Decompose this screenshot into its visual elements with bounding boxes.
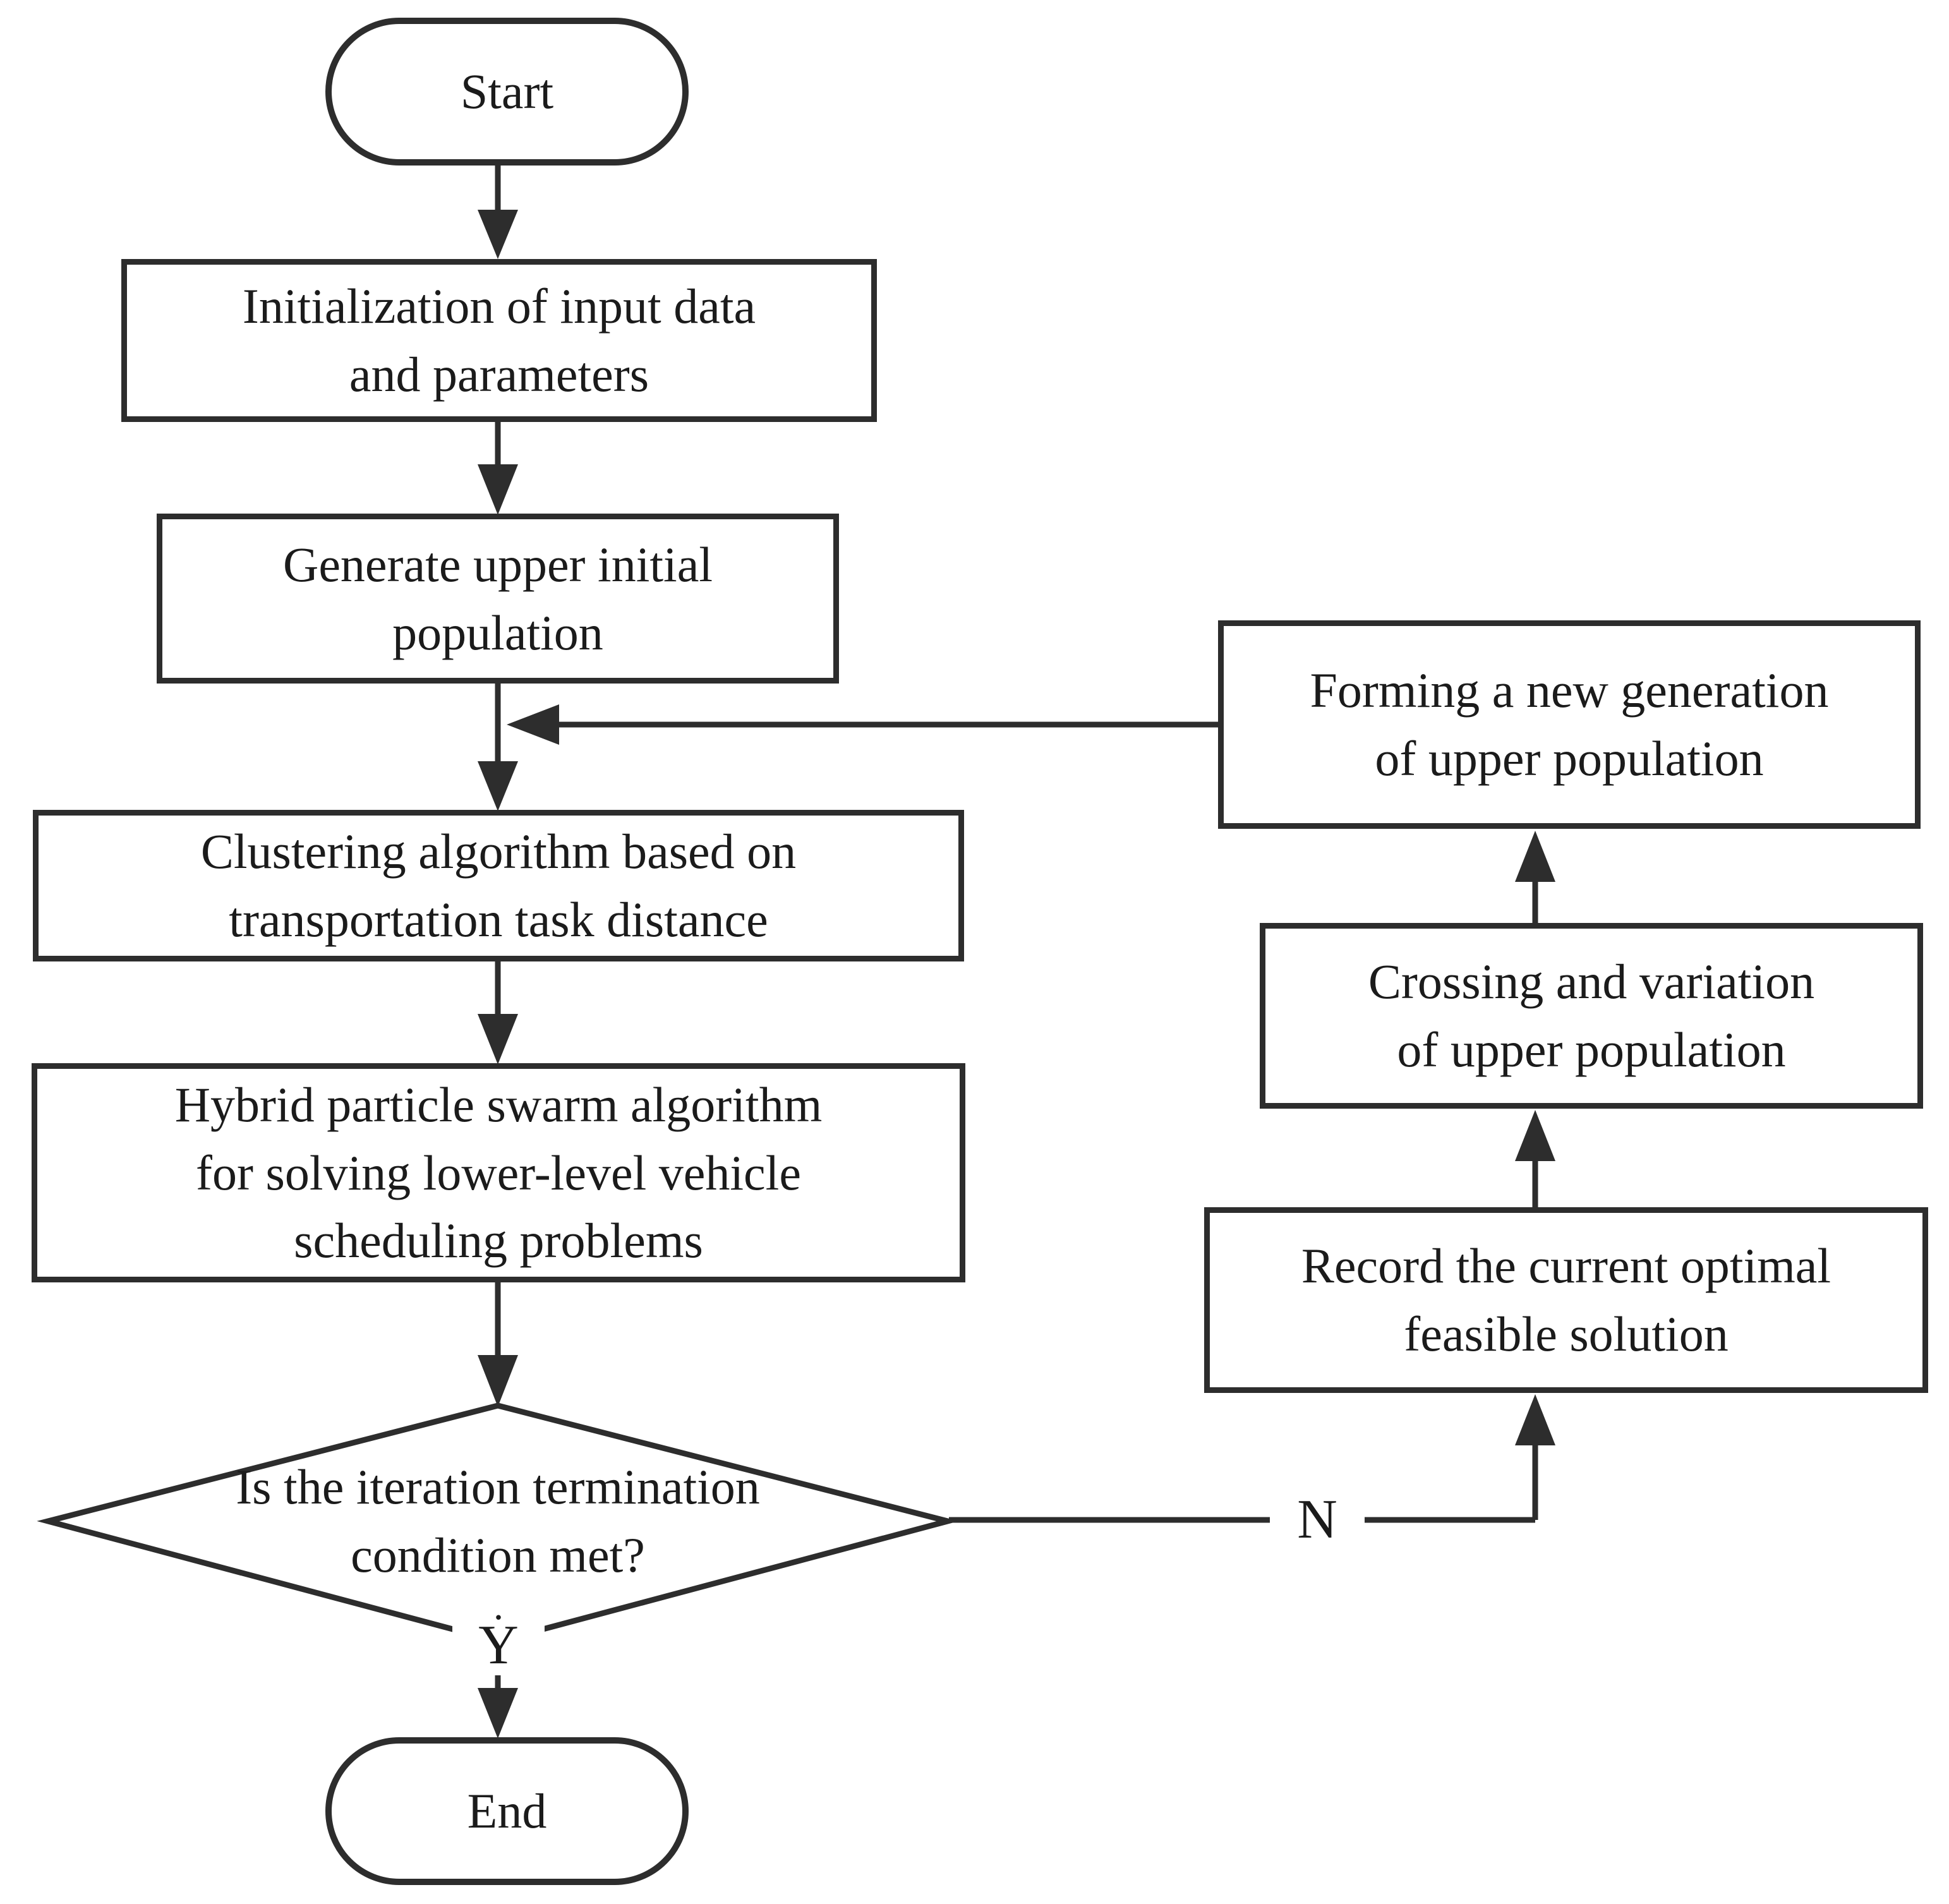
node-forming-line1: Forming a new generation xyxy=(1310,663,1829,718)
node-crossing-variation: Crossing and variation of upper populati… xyxy=(1260,923,1923,1109)
node-forming-line2: of upper population xyxy=(1375,731,1764,786)
arrowhead-generate-clustering xyxy=(478,761,518,811)
node-record-solution: Record the current optimal feasible solu… xyxy=(1204,1207,1928,1393)
node-initialization: Initialization of input data and paramet… xyxy=(121,259,877,422)
arrowhead-start-init xyxy=(478,210,518,259)
node-end: End xyxy=(325,1737,689,1885)
node-decision: Is the iteration termination condition m… xyxy=(119,1447,877,1595)
node-record-line2: feasible solution xyxy=(1404,1306,1729,1361)
edge-label-no: N xyxy=(1270,1481,1365,1559)
node-generate-line2: population xyxy=(392,605,603,660)
node-generate-line1: Generate upper initial xyxy=(282,536,713,592)
node-start-label: Start xyxy=(460,64,554,119)
edge-label-yes-dot: . xyxy=(493,1583,504,1628)
node-initialization-line1: Initialization of input data xyxy=(242,279,756,334)
node-decision-line2: condition met? xyxy=(351,1527,645,1582)
node-decision-line1: Is the iteration termination xyxy=(236,1459,760,1514)
node-hybrid-line2: for solving lower-level vehicle xyxy=(196,1145,801,1200)
node-clustering-line1: Clustering algorithm based on xyxy=(200,824,797,879)
node-hybrid-line1: Hybrid particle swarm algorithm xyxy=(174,1077,823,1133)
node-end-label: End xyxy=(467,1783,547,1839)
arrowhead-forming-merge xyxy=(507,704,559,745)
node-clustering-line2: transportation task distance xyxy=(229,892,768,947)
arrowhead-crossing-forming xyxy=(1515,831,1555,882)
edge-label-yes: Y xyxy=(478,1615,519,1677)
arrowhead-hybrid-decision xyxy=(478,1355,518,1407)
arrowhead-record-crossing xyxy=(1515,1110,1555,1161)
arrowhead-decision-end xyxy=(478,1688,518,1738)
node-crossing-line1: Crossing and variation xyxy=(1368,954,1815,1009)
node-start: Start xyxy=(325,18,689,166)
edge-label-yes-group: . Y xyxy=(452,1583,545,1677)
node-hybrid-line3: scheduling problems xyxy=(294,1213,703,1268)
arrowhead-init-generate xyxy=(478,464,518,515)
node-generate-population: Generate upper initial population xyxy=(157,514,839,684)
node-forming-new-generation: Forming a new generation of upper popula… xyxy=(1218,620,1921,829)
arrowhead-clustering-hybrid xyxy=(478,1014,518,1064)
node-clustering: Clustering algorithm based on transporta… xyxy=(33,810,964,961)
arrowhead-no-record xyxy=(1515,1394,1555,1445)
node-crossing-line2: of upper population xyxy=(1397,1022,1786,1077)
node-hybrid-pso: Hybrid particle swarm algorithm for solv… xyxy=(32,1063,965,1282)
node-initialization-line2: and parameters xyxy=(349,347,649,402)
node-record-line1: Record the current optimal xyxy=(1301,1238,1831,1294)
